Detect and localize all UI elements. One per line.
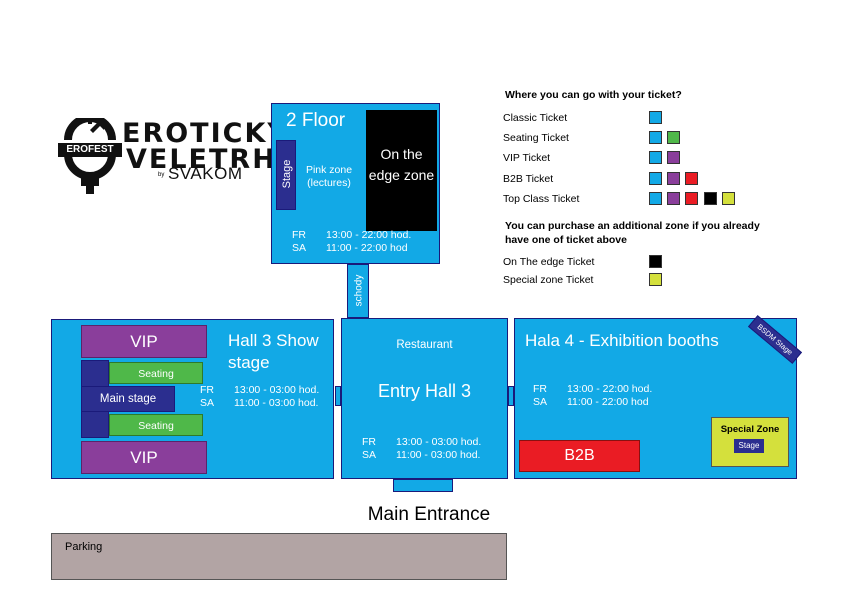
zone-swatch-green [667, 131, 680, 144]
legend-ticket-name: On The edge Ticket [503, 256, 595, 268]
hours-day: FR [362, 436, 376, 448]
zone-swatch-yellow [722, 192, 735, 205]
legend-row-b2b: B2B Ticket [503, 171, 783, 187]
hours-day: FR [292, 229, 306, 241]
legend-additional-heading: You can purchase an additional zone if y… [505, 220, 760, 246]
legend-ticket-name: B2B Ticket [503, 173, 554, 185]
legend-ticket-name: Classic Ticket [503, 112, 568, 124]
hours-day: FR [200, 384, 214, 396]
legend-row-top-class: Top Class Ticket [503, 191, 783, 207]
zone-swatch-black [704, 192, 717, 205]
zone-swatch-purple [667, 192, 680, 205]
hours-time: 13:00 - 03:00 hod. [396, 436, 482, 448]
bsdm-stage: BSDM Stage [747, 315, 803, 364]
entry-hall-area: Restaurant Entry Hall 3 FR 13:00 - 03:00 … [341, 318, 508, 479]
zone-swatch-blue [649, 131, 662, 144]
legend-row-vip: VIP Ticket [503, 150, 783, 166]
zone-swatch-black [649, 255, 662, 268]
hall3-area: VIP Seating Main stage Seating VIP Hall … [51, 319, 334, 479]
zone-swatch-blue [649, 192, 662, 205]
entry-hall-title: Entry Hall 3 [377, 381, 472, 401]
door-hall3 [335, 386, 341, 406]
logo-title-line1: EROTICKÝ [122, 118, 289, 149]
parking-label: Parking [65, 541, 103, 553]
zone-swatch-blue [649, 172, 662, 185]
gender-symbol-icon [64, 118, 116, 194]
zone-swatch-red [685, 192, 698, 205]
floor2-title: 2 Floor [286, 110, 346, 131]
hours-day: SA [200, 397, 215, 409]
logo-title-line2: VELETRH [126, 144, 277, 175]
vip-zone-bottom: VIP [81, 441, 207, 474]
logo-brand: SVAKOM [168, 164, 243, 183]
restaurant-label: Restaurant [396, 339, 453, 351]
hall4-area: Hala 4 - Exhibition booths BSDM Stage FR… [514, 315, 803, 479]
zone-swatch-red [685, 172, 698, 185]
seating-zone-top: Seating [109, 362, 203, 384]
legend-ticket-name: VIP Ticket [503, 152, 551, 164]
zone-swatch-purple [667, 172, 680, 185]
hours-day: SA [292, 242, 307, 254]
zone-swatch-yellow [649, 273, 662, 286]
door-hall4 [508, 386, 514, 406]
hours-time: 13:00 - 03:00 hod. [234, 384, 320, 396]
floor2-stage-label: Stage [281, 159, 293, 189]
hours-day: SA [533, 396, 548, 408]
zone-swatch-purple [667, 151, 680, 164]
ticket-legend: Where you can go with your ticket? Class… [503, 88, 793, 298]
hours-time: 13:00 - 22:00 hod. [567, 383, 653, 395]
hours-time: 11:00 - 03:00 hod. [234, 397, 319, 409]
hours-time: 13:00 - 22:00 hod. [326, 229, 412, 241]
hall3-hours: FR 13:00 - 03:00 hod. SA 11:00 - 03:00 hod… [200, 384, 319, 410]
stairs: schody [347, 264, 369, 318]
logo-by: by [158, 172, 165, 178]
main-stage: Main stage [81, 386, 175, 412]
legend-ticket-name: Special zone Ticket [503, 274, 594, 286]
hours-day: FR [533, 383, 547, 395]
entry-hall-hours: FR 13:00 - 03:00 hod. SA 11:00 - 03:00 hod… [362, 436, 481, 462]
main-entrance-label: Main Entrance [367, 504, 491, 525]
special-zone: Special Zone Stage [711, 417, 789, 467]
legend-row-special-zone: Special zone Ticket [503, 272, 783, 288]
entrance-connector [393, 479, 453, 492]
legend-row-classic: Classic Ticket [503, 110, 783, 126]
hours-day: SA [362, 449, 377, 461]
legend-ticket-name: Seating Ticket [503, 132, 569, 144]
legend-heading: Where you can go with your ticket? [505, 89, 682, 101]
vip-zone-top: VIP [81, 325, 207, 358]
on-the-edge-zone-label: On the edge zone [368, 146, 435, 183]
legend-row-on-the-edge: On The edge Ticket [503, 254, 783, 270]
erofest-logo: EROFEST EROTICKÝ VELETRH by SVAKOM [58, 118, 287, 198]
parking-area: Parking [51, 533, 507, 580]
legend-ticket-name: Top Class Ticket [503, 193, 580, 205]
hours-time: 11:00 - 03:00 hod. [396, 449, 481, 461]
floor2-stage: Stage [276, 140, 296, 210]
hall3-title: Hall 3 Show stage [228, 331, 319, 372]
floor2-hours: FR 13:00 - 22:00 hod. SA 11:00 - 22:00 hod [292, 229, 411, 255]
legend-row-seating: Seating Ticket [503, 130, 783, 146]
hall4-hours: FR 13:00 - 22:00 hod. SA 11:00 - 22:00 hod [533, 383, 652, 409]
special-zone-stage: Stage [734, 439, 764, 453]
hours-time: 11:00 - 22:00 hod [326, 242, 408, 254]
hours-time: 11:00 - 22:00 hod [567, 396, 649, 408]
zone-swatch-blue [649, 111, 662, 124]
floor2-area: 2 Floor Stage Pink zone (lectures) On th… [271, 103, 440, 264]
on-the-edge-zone: On the edge zone [366, 110, 437, 231]
b2b-zone: B2B [519, 440, 640, 472]
zone-swatch-blue [649, 151, 662, 164]
seating-zone-bottom: Seating [109, 414, 203, 436]
special-zone-label: Special Zone [720, 424, 780, 435]
erofest-badge: EROFEST [58, 143, 122, 157]
hall4-title: Hala 4 - Exhibition booths [525, 331, 719, 350]
pink-zone-label: Pink zone (lectures) [305, 164, 353, 189]
stairs-label: schody [353, 274, 365, 307]
